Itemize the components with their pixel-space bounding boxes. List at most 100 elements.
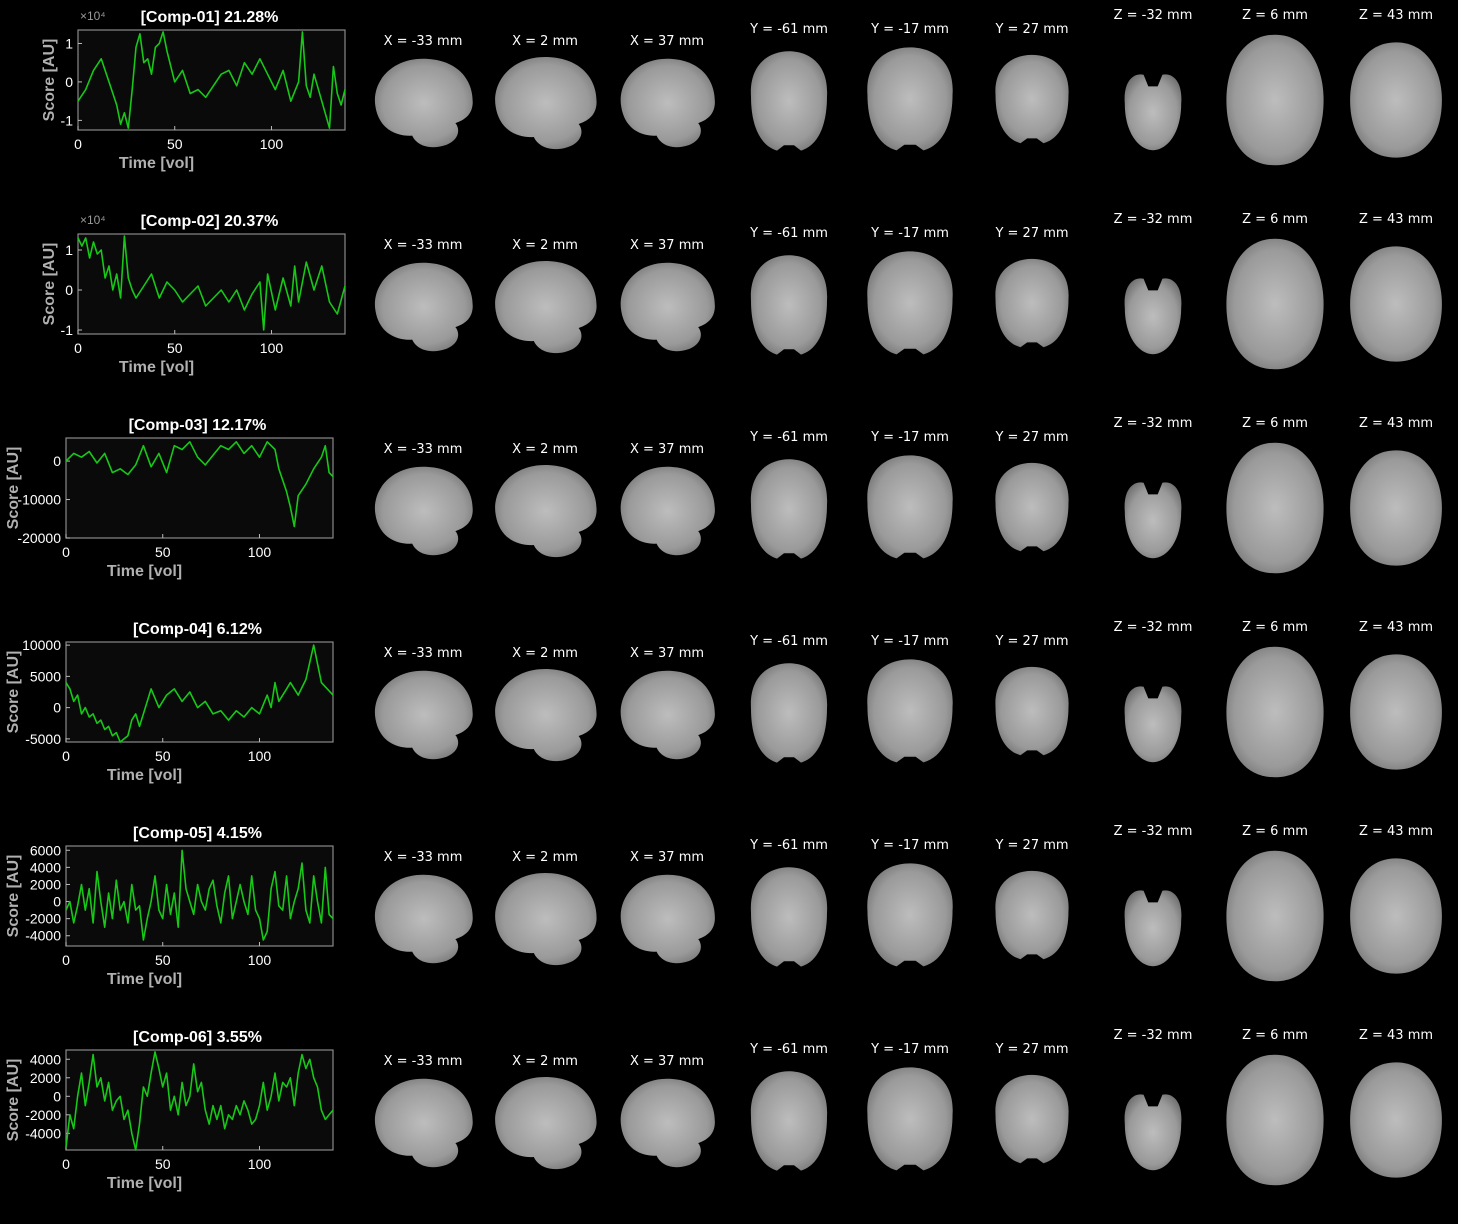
slice-label: Z = 43 mm (1358, 620, 1434, 635)
brain-slice-image (620, 1078, 715, 1168)
brain-anatomy (867, 1067, 953, 1171)
brain-slice-image (1124, 1094, 1182, 1171)
brain-anatomy (374, 670, 473, 760)
brain-anatomy (620, 670, 715, 760)
slice-label: Z = -32 mm (1113, 8, 1193, 23)
brain-anatomy (995, 462, 1069, 552)
brain-anatomy (1350, 42, 1442, 158)
brain-anatomy (750, 51, 828, 151)
x-tick-label: 0 (62, 544, 70, 560)
x-axis-label: Time [vol] (119, 359, 194, 376)
brain-anatomy (1350, 654, 1442, 770)
x-axis-label: Time [vol] (107, 563, 182, 580)
y-tick-label: -2000 (25, 1107, 61, 1123)
y-tick-label: -4000 (25, 928, 61, 944)
component-title: [Comp-06] 3.55% (133, 1029, 262, 1046)
x-tick-label: 0 (74, 340, 82, 356)
slice-label: Y = -17 mm (871, 430, 949, 445)
brain-slice-image (495, 465, 597, 558)
slice-label: X = 2 mm (512, 34, 578, 49)
slice-label: X = -33 mm (383, 646, 463, 661)
slice-label: Y = 27 mm (995, 430, 1069, 445)
timecourse-line (65, 440, 334, 528)
y-tick-label: -10000 (17, 492, 61, 508)
brain-anatomy (995, 54, 1069, 144)
y-tick-label: 4000 (30, 859, 61, 875)
brain-slice-image (620, 670, 715, 760)
brain-slice-image (620, 58, 715, 148)
slice-label: X = 2 mm (512, 646, 578, 661)
brain-slice-image (867, 1067, 953, 1171)
brain-slice-image (495, 57, 597, 150)
slice-label: Y = -61 mm (750, 838, 828, 853)
brain-slice-image (750, 459, 828, 559)
y-tick-label: -1 (61, 112, 74, 128)
slice-label: Z = 43 mm (1358, 212, 1434, 227)
brain-slice-image (750, 663, 828, 763)
y-tick-label: 0 (53, 1088, 61, 1104)
brain-anatomy (995, 666, 1069, 756)
slice-label: Z = 43 mm (1358, 8, 1434, 23)
brain-slice-image (1124, 686, 1182, 763)
brain-anatomy (1350, 1062, 1442, 1178)
brain-slice-image (1124, 890, 1182, 967)
brain-slice-image (374, 874, 473, 964)
slice-label: Z = -32 mm (1113, 824, 1193, 839)
y-axis-label: Score [AU] (41, 243, 58, 326)
x-tick-label: 50 (155, 1156, 171, 1172)
slice-label: X = -33 mm (383, 850, 463, 865)
timecourse-line (65, 849, 334, 941)
brain-slice-image (1350, 858, 1442, 974)
slice-label: Z = -32 mm (1113, 620, 1193, 635)
brain-slice-image (1124, 74, 1182, 151)
slice-label: Y = -17 mm (871, 1042, 949, 1057)
brain-anatomy (1350, 246, 1442, 362)
brain-slice-image (995, 462, 1069, 552)
slice-label: Y = 27 mm (995, 226, 1069, 241)
brain-slice-image (620, 466, 715, 556)
brain-anatomy (495, 1077, 597, 1170)
brain-anatomy (1124, 686, 1182, 763)
y-tick-label: -2000 (25, 911, 61, 927)
x-axis-label: Time [vol] (119, 155, 194, 172)
brain-anatomy (1124, 74, 1182, 151)
slice-label: Z = -32 mm (1113, 212, 1193, 227)
y-tick-label: -20000 (17, 530, 61, 546)
brain-slice-image (867, 863, 953, 967)
brain-slice-image (750, 51, 828, 151)
brain-anatomy (867, 455, 953, 559)
brain-anatomy (374, 466, 473, 556)
plot-area (65, 437, 334, 539)
brain-anatomy (1226, 850, 1324, 982)
brain-slice-image (867, 251, 953, 355)
y-tick-label: 0 (53, 894, 61, 910)
slice-label: Z = 43 mm (1358, 824, 1434, 839)
brain-slice-image (995, 870, 1069, 960)
brain-anatomy (867, 47, 953, 151)
slice-label: Y = -61 mm (750, 1042, 828, 1057)
x-tick-label: 100 (260, 340, 284, 356)
brain-anatomy (495, 873, 597, 966)
slice-label: Y = 27 mm (995, 22, 1069, 37)
slice-label: Z = 6 mm (1242, 416, 1308, 431)
brain-anatomy (1226, 1054, 1324, 1186)
slice-label: X = 37 mm (629, 442, 705, 457)
x-tick-label: 100 (248, 748, 272, 764)
x-tick-label: 100 (248, 1156, 272, 1172)
brain-anatomy (495, 669, 597, 762)
brain-anatomy (1124, 278, 1182, 355)
brain-anatomy (995, 258, 1069, 348)
brain-slice-image (1226, 1054, 1324, 1186)
slice-label: Y = 27 mm (995, 838, 1069, 853)
slice-label: Y = -17 mm (871, 634, 949, 649)
brain-slice-image (1226, 646, 1324, 778)
slice-label: Y = -17 mm (871, 838, 949, 853)
brain-slice-image (1350, 42, 1442, 158)
